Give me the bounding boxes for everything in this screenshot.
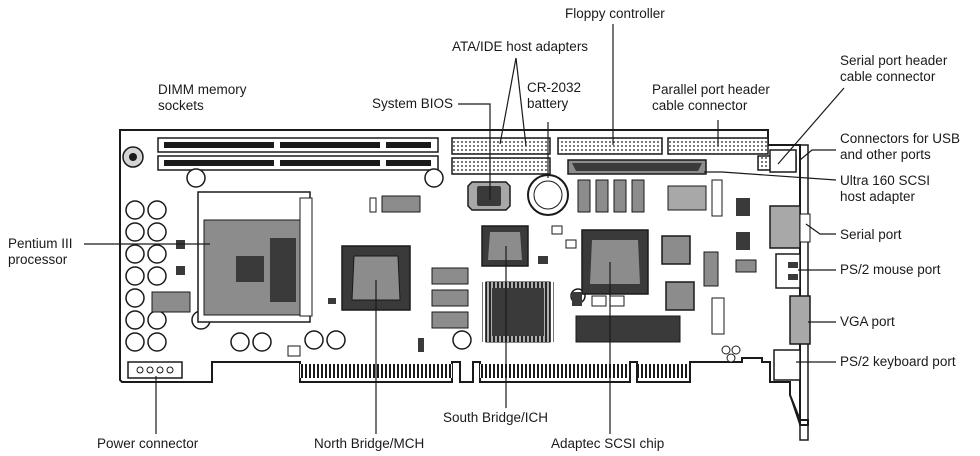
rear-port-ps2-mouse <box>776 254 800 288</box>
label-adaptec-scsi-chip: Adaptec SCSI chip <box>551 436 664 452</box>
label-floppy-controller: Floppy controller <box>565 6 665 22</box>
power-connector-shape <box>128 362 182 378</box>
label-north-bridge: North Bridge/MCH <box>314 436 424 452</box>
cr2032-battery <box>528 175 568 215</box>
label-dimm-memory-sockets: DIMM memory sockets <box>158 82 247 114</box>
label-connectors-usb: Connectors for USB and other ports <box>840 131 960 163</box>
line-serial-header <box>778 88 844 164</box>
bga-chip <box>482 282 554 342</box>
rear-port-vga <box>790 296 810 344</box>
label-ata-ide-host-adapters: ATA/IDE host adapters <box>452 39 588 55</box>
label-parallel-port-header: Parallel port header cable connector <box>652 82 770 114</box>
label-system-bios: System BIOS <box>372 96 453 112</box>
south-bridge-ich <box>482 226 528 266</box>
rear-port-serial <box>770 206 800 248</box>
label-south-bridge: South Bridge/ICH <box>443 410 548 426</box>
edge-pins-3 <box>637 364 690 378</box>
system-bios-chip <box>468 182 510 210</box>
adaptec-scsi-chip <box>582 230 648 294</box>
label-cr2032-battery: CR-2032 battery <box>527 80 581 112</box>
line-usb <box>800 150 836 160</box>
label-serial-port: Serial port <box>840 227 902 243</box>
label-serial-port-header: Serial port header cable connector <box>840 53 947 85</box>
label-ultra-160-scsi: Ultra 160 SCSI host adapter <box>840 173 930 205</box>
label-power-connector: Power connector <box>97 436 198 452</box>
label-vga-port: VGA port <box>840 314 895 330</box>
label-pentium-iii: Pentium III processor <box>8 236 73 268</box>
rear-port-usb <box>770 150 796 172</box>
pentium-iii-processor <box>198 192 312 322</box>
rear-port-ps2-keyboard <box>774 350 800 380</box>
edge-pins-2 <box>480 364 630 378</box>
floppy-connector <box>558 138 662 154</box>
label-ps2-mouse-port: PS/2 mouse port <box>840 262 941 278</box>
label-ps2-keyboard-port: PS/2 keyboard port <box>840 354 956 370</box>
